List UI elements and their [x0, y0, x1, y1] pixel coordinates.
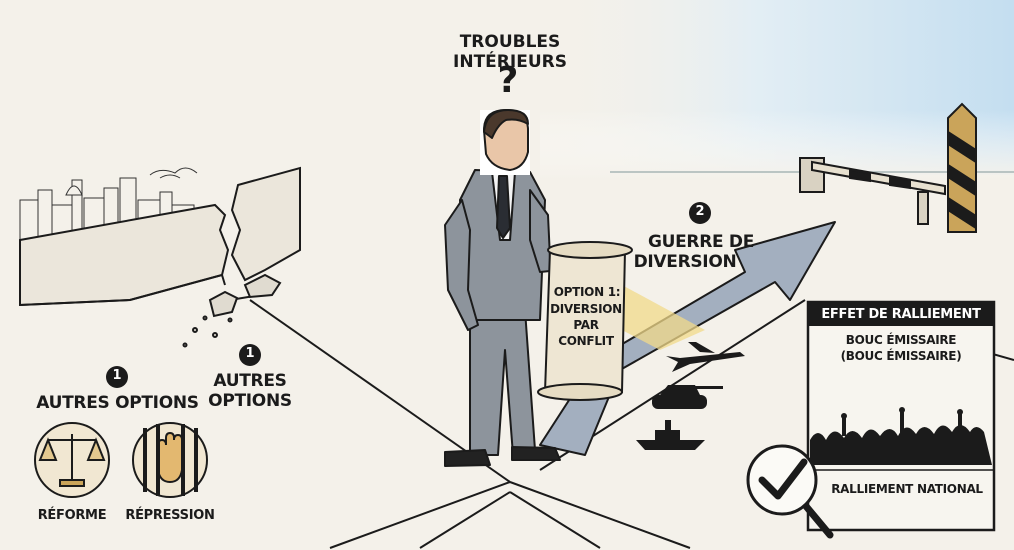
rally-panel-header: EFFET DE RALLIEMENT [821, 307, 981, 322]
diversion-label-line1: GUERRE DE [647, 232, 755, 252]
warship-icon [636, 420, 705, 450]
question-mark: ? [497, 60, 519, 101]
badge-left-1-number: 1 [112, 368, 122, 383]
rally-panel-footer: RALLIEMENT NATIONAL [831, 482, 983, 496]
scroll-highlight [622, 285, 705, 350]
rally-panel-line1: BOUC ÉMISSAIRE [845, 333, 957, 347]
sky-background [540, 0, 1014, 180]
badge-left-2-number: 1 [245, 346, 255, 361]
badge-diversion [689, 202, 711, 224]
scroll-line-2: DIVERSION [550, 302, 622, 316]
other-options-label-2-line2: OPTIONS [208, 391, 292, 411]
rally-panel [806, 300, 996, 532]
scroll-document [537, 241, 633, 401]
raised-hand-behind-bars-icon [132, 422, 208, 498]
badge-diversion-number: 2 [695, 204, 705, 219]
scales-icon [34, 422, 110, 498]
scroll-line-4: CONFLIT [558, 334, 614, 348]
tank-icon [652, 385, 723, 409]
cracked-wall [19, 166, 301, 348]
border-barrier [799, 102, 977, 233]
scroll-line-1: OPTION 1: [553, 285, 621, 299]
page-title: TROUBLES INTÉRIEURS [453, 32, 567, 72]
checkmark-magnifier-icon [746, 444, 834, 539]
other-options-label: AUTRES OPTIONS [36, 393, 199, 413]
crowd-silhouette [810, 407, 992, 465]
badge-left-2 [239, 344, 261, 366]
badge-left-1 [106, 366, 128, 388]
fighter-jet-icon [666, 342, 745, 372]
man-figure [444, 109, 569, 467]
scroll-line-3: PAR [573, 318, 599, 332]
repression-label: RÉPRESSION [125, 508, 215, 523]
reform-label: RÉFORME [37, 508, 107, 523]
other-options-label-2-line1: AUTRES [213, 371, 287, 391]
diversion-label-line2: DIVERSION [633, 252, 737, 272]
rally-panel-line2: (BOUC ÉMISSAIRE) [840, 349, 962, 363]
